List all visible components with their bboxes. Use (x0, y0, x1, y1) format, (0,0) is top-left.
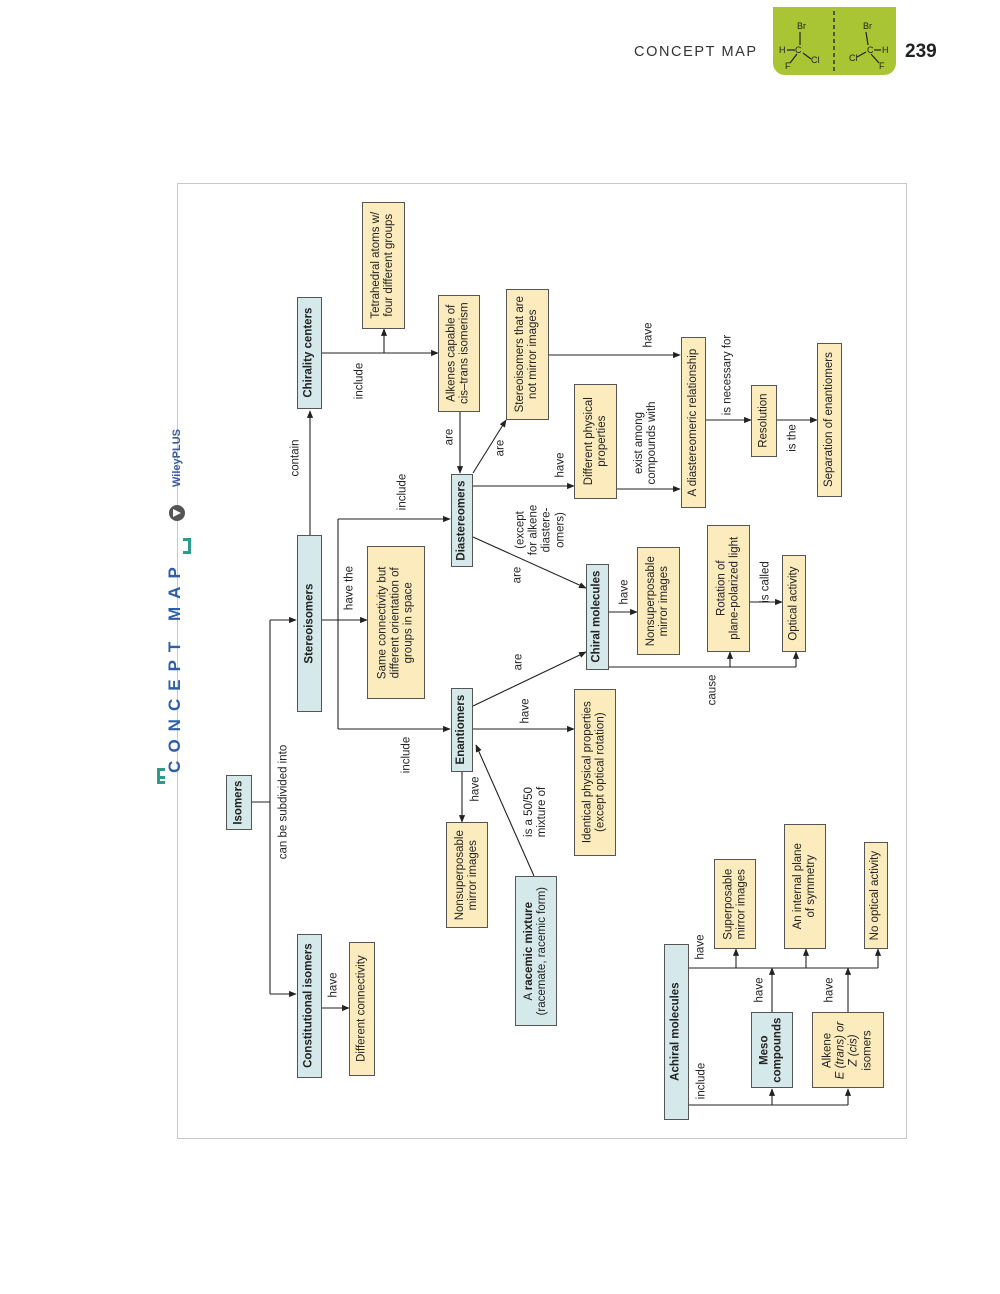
label-have-achiral: have (694, 934, 707, 960)
title-bracket-top (183, 538, 191, 554)
logo-right-top-atom: Br (863, 21, 872, 31)
node-separation-of-enantiomers: Separation of enantiomers (817, 343, 842, 497)
node-tetrahedral-atoms: Tetrahedral atoms w/ four different grou… (362, 202, 405, 329)
logo-left-bottom-atom: F (785, 61, 791, 71)
label-have-diastereomeric: have (642, 322, 655, 348)
node-identical-physical-properties: Identical physical properties (except op… (574, 689, 616, 856)
node-constitutional-isomers: Constitutional isomers (297, 934, 322, 1078)
label-have-chiral: have (618, 579, 631, 605)
logo-left-center-atom: C (795, 45, 802, 55)
label-have-constitutional: have (327, 972, 340, 998)
header-logo-tab: Br H C Cl F Br Cl C H F (773, 7, 896, 75)
page-number: 239 (905, 41, 937, 62)
node-nonsuperposable-enantiomers: Nonsuperposable mirror images (446, 822, 488, 928)
label-have-enantiomers-mirror: have (469, 776, 482, 802)
label-have-alkene: have (823, 977, 836, 1003)
node-chirality-centers: Chirality centers (297, 297, 322, 409)
node-different-connectivity: Different connectivity (349, 942, 375, 1076)
node-alkenes-cis-trans: Alkenes capable of cis–trans isomerism (438, 295, 480, 412)
node-same-connectivity: Same connectivity but different orientat… (367, 546, 425, 699)
node-superposable-mirror: Superposable mirror images (714, 859, 756, 949)
node-enantiomers: Enantiomers (451, 688, 473, 772)
node-stereoisomers: Stereoisomers (297, 535, 322, 712)
label-are-enantiomers-chiral: are (512, 653, 525, 671)
node-alkene-e-z-isomers: Alkene E (trans) or Z (cis) isomers (812, 1012, 884, 1088)
label-exist-among: exist among compounds with (632, 401, 658, 485)
logo-left-right-atom: Cl (811, 55, 820, 65)
title-bracket-bottom-lower (157, 776, 165, 779)
node-isomers: Isomers (226, 775, 252, 830)
label-cause: cause (706, 674, 719, 706)
node-diastereomers: Diastereomers (451, 474, 473, 567)
node-chiral-molecules: Chiral molecules (586, 564, 609, 670)
label-have-identical-physical: have (519, 698, 532, 724)
label-are-alkenes: are (443, 428, 456, 446)
logo-left-top-atom: Br (797, 21, 806, 31)
node-diastereomeric-relationship: A diastereomeric relationship (681, 337, 706, 508)
node-rotation-plane-polarized: Rotation of plane-polarized light (707, 525, 750, 652)
running-header-label: CONCEPT MAP (634, 44, 758, 60)
label-include-achiral: include (695, 1062, 708, 1100)
label-have-different-physical: have (554, 452, 567, 478)
logo-right-bottom-atom: F (879, 61, 885, 71)
label-include-diastereomers: include (396, 473, 409, 511)
label-are-diastereomers-chiral: are (511, 566, 524, 584)
label-can-be-subdivided: can be subdivided into (277, 744, 290, 860)
concept-map-frame (177, 183, 907, 1139)
node-resolution: Resolution (751, 385, 777, 457)
node-nonsuperposable-chiral: Nonsuperposable mirror images (637, 547, 680, 655)
logo-left-left-atom: H (779, 45, 786, 55)
node-stereoisomers-not-mirror: Stereoisomers that are not mirror images (506, 289, 549, 420)
logo-right-left-atom: Cl (849, 53, 858, 63)
label-include-enantiomers: include (400, 736, 413, 774)
node-different-physical-properties: Different physical properties (574, 384, 617, 499)
logo-right-right-atom: H (882, 45, 889, 55)
node-meso-compounds: Meso compounds (751, 1012, 793, 1088)
label-except-alkene: (except for alkene diastere- omers) (514, 504, 567, 556)
molecule-logo-icon: Br H C Cl F Br Cl C H F (779, 11, 889, 73)
label-have-meso: have (753, 977, 766, 1003)
node-optical-activity: Optical activity (782, 555, 806, 652)
label-contain: contain (289, 439, 302, 477)
label-is-necessary-for: is necessary for (721, 334, 734, 416)
label-include-chirality: include (353, 362, 366, 400)
node-internal-plane-symmetry: An internal plane of symmetry (784, 824, 826, 949)
label-is-the: is the (786, 424, 799, 452)
label-have-the: have the (343, 565, 356, 611)
node-no-optical-activity: No optical activity (864, 842, 888, 949)
node-racemic-mixture: A racemic mixture (racemate, racemic for… (515, 876, 557, 1026)
label-is-50-50-mixture: is a 50/50 mixture of (522, 786, 548, 838)
label-is-called: is called (759, 561, 772, 603)
logo-right-center-atom: C (867, 45, 874, 55)
node-achiral-molecules: Achiral molecules (664, 944, 689, 1120)
label-are-stereo: are (494, 439, 507, 457)
